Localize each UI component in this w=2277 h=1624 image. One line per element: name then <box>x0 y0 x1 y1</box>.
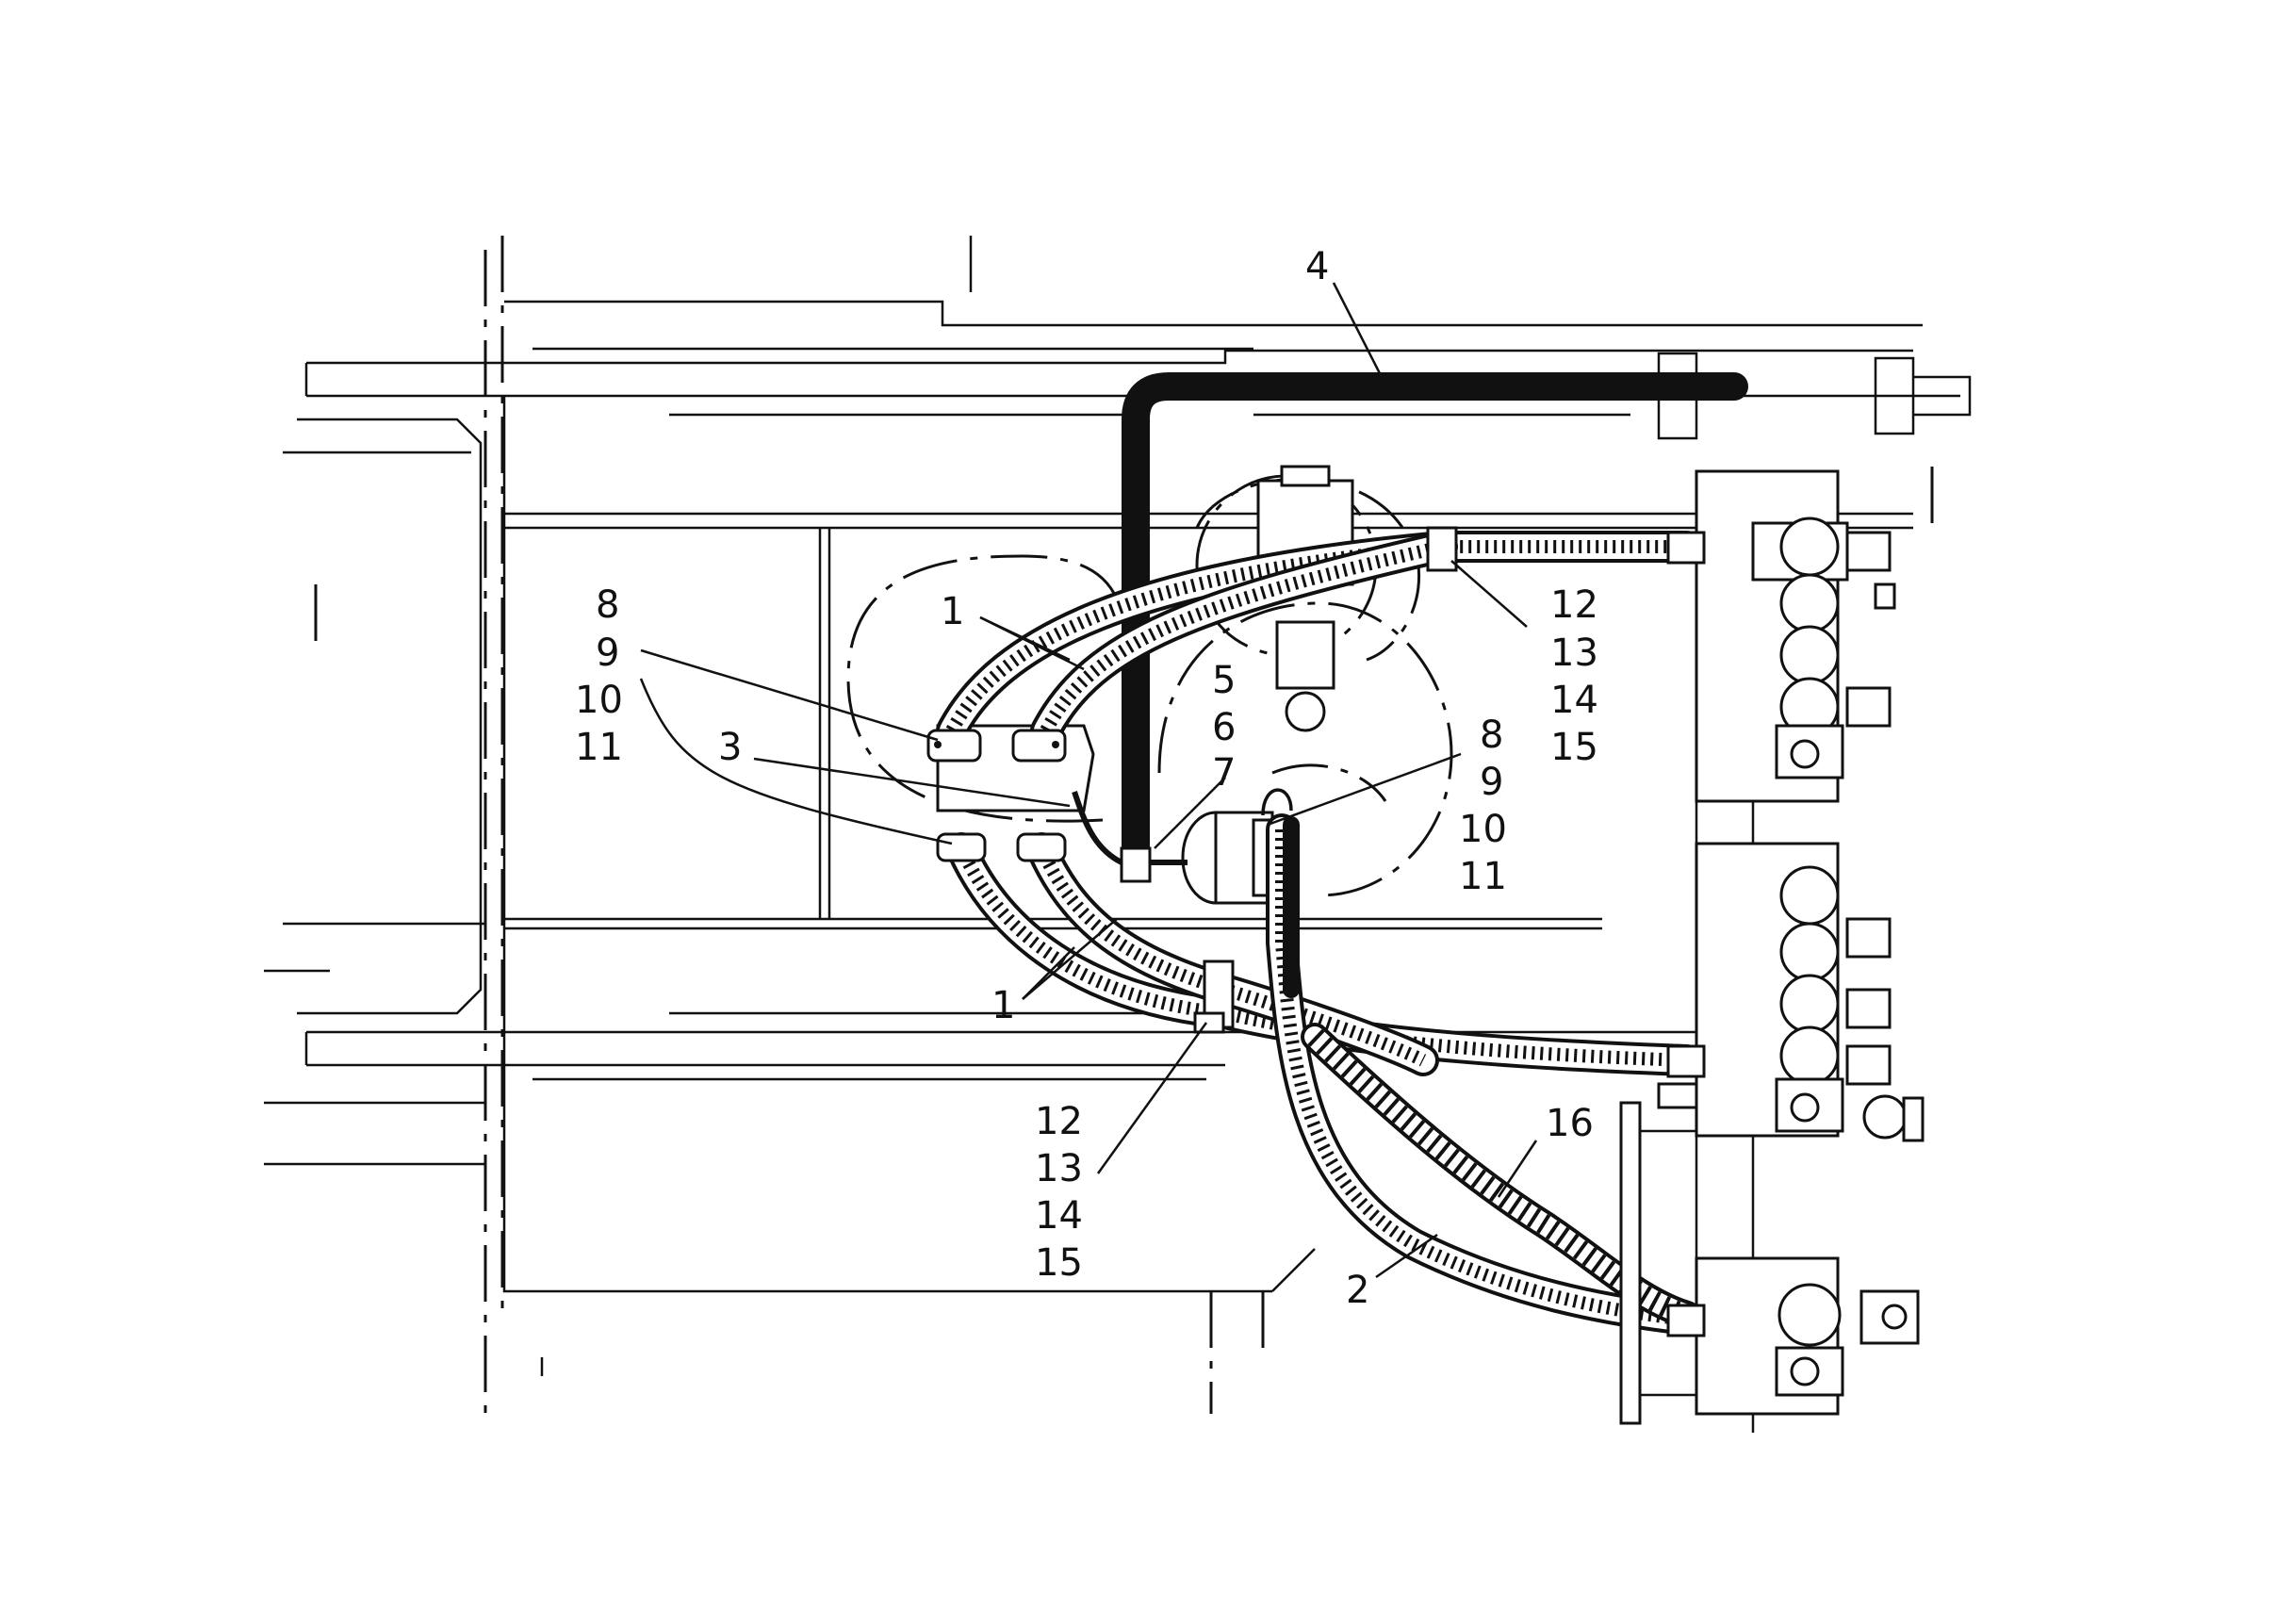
callout-rc-10: 10 <box>1459 808 1507 851</box>
callout-1-top: 1 <box>941 590 964 633</box>
callout-left-8: 8 <box>596 583 619 627</box>
callout-rt-14: 14 <box>1550 679 1598 722</box>
callout-rc-11: 11 <box>1459 855 1507 898</box>
callout-left-9: 9 <box>596 632 619 675</box>
callout-center-5: 5 <box>1212 659 1236 702</box>
callout-rt-15: 15 <box>1550 726 1598 769</box>
callout-labels: 4 1 8 9 10 11 3 5 6 7 8 9 10 11 12 13 14… <box>575 245 1598 1312</box>
callout-left-11: 11 <box>575 726 623 769</box>
hoses <box>936 372 1748 1336</box>
valve-bank <box>1619 467 1934 1433</box>
chassis-frame <box>264 236 1972 1414</box>
callout-bottom-13: 13 <box>1035 1147 1083 1190</box>
callout-rt-13: 13 <box>1550 632 1598 675</box>
leader-lines <box>639 282 1538 1279</box>
hose-4 <box>1122 372 1748 862</box>
hose-1-upper-b <box>1030 531 1458 746</box>
callout-center-7: 7 <box>1212 751 1236 795</box>
callout-rt-12: 12 <box>1550 583 1598 627</box>
callout-2: 2 <box>1346 1269 1369 1312</box>
callout-1-bottom: 1 <box>991 984 1015 1027</box>
callout-bottom-14: 14 <box>1035 1194 1083 1238</box>
callout-bottom-15: 15 <box>1035 1241 1083 1285</box>
fittings <box>926 526 1458 1034</box>
hose-1-lower-a <box>945 832 1703 1076</box>
callout-rc-9: 9 <box>1480 761 1503 804</box>
callout-3: 3 <box>718 726 742 769</box>
callout-rc-8: 8 <box>1480 714 1503 757</box>
callout-16: 16 <box>1546 1102 1594 1145</box>
callout-center-6: 6 <box>1212 706 1236 749</box>
callout-left-10: 10 <box>575 679 623 722</box>
hose-2 <box>1266 813 1703 1336</box>
callout-bottom-12: 12 <box>1035 1100 1083 1143</box>
callout-4: 4 <box>1305 245 1329 288</box>
